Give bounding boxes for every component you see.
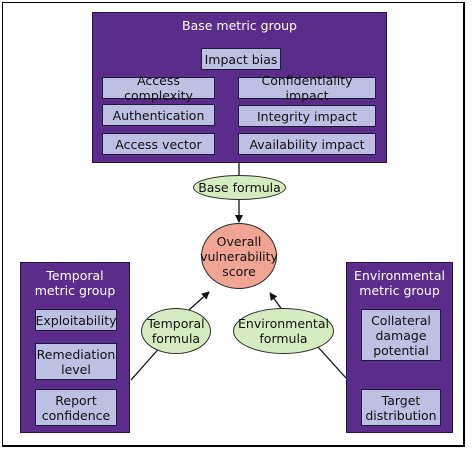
- base-formula-ellipse: Base formula: [193, 175, 286, 200]
- availability-impact-box: Availability impact: [238, 133, 376, 155]
- environmental-group-to-formula-line: [317, 346, 347, 379]
- base-metric-group-title: Base metric group: [182, 18, 297, 33]
- access-vector-box: Access vector: [102, 133, 215, 155]
- confidentiality-impact-box: Confidentiality impact: [238, 73, 376, 103]
- integrity-impact-box: Integrity impact: [238, 105, 376, 127]
- collateral-damage-potential-box: Collateral damage potential: [361, 309, 441, 361]
- environmental-metric-group-title: Environmental metric group: [354, 268, 445, 298]
- impact-bias-box: Impact bias: [201, 48, 281, 70]
- figure-frame: [2, 2, 465, 447]
- temporal-formula-ellipse: Temporal formula: [141, 308, 211, 354]
- overall-vulnerability-score: Overall vulnerability score: [200, 223, 278, 289]
- temporal-metric-group-title: Temporal metric group: [34, 268, 116, 298]
- target-distribution-box: Target distribution: [361, 389, 441, 426]
- environmental-formula-ellipse: Environmental formula: [233, 308, 334, 354]
- temporal-group-to-formula-line: [130, 344, 163, 381]
- access-complexity-box: Access complexity: [102, 73, 215, 103]
- authentication-box: Authentication: [102, 104, 215, 126]
- report-confidence-box: Report confidence: [35, 389, 117, 426]
- environmental-metric-group: Environmental metric group Collateral da…: [346, 262, 453, 433]
- base-metric-group: Base metric group Impact bias Access com…: [92, 12, 387, 163]
- remediation-level-box: Remediation level: [35, 343, 117, 380]
- temporal-metric-group: Temporal metric group Exploitability Rem…: [20, 262, 130, 433]
- exploitability-box: Exploitability: [35, 309, 117, 331]
